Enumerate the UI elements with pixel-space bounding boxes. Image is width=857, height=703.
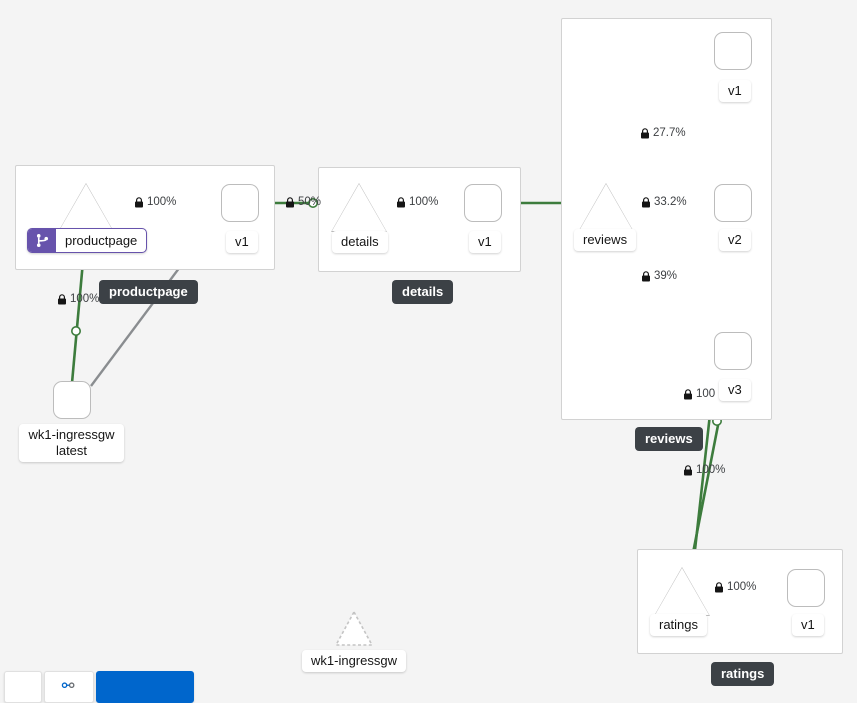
node-details-v1[interactable]	[464, 184, 502, 222]
node-label-text: productpage	[65, 233, 138, 248]
lock-icon	[715, 581, 723, 592]
lock-icon	[642, 270, 650, 281]
group-badge-ratings: ratings	[711, 662, 775, 686]
code-branch-icon	[28, 229, 56, 252]
node-label-reviews-v3: v3	[719, 379, 751, 401]
edge-label-text: 100%	[727, 581, 757, 593]
edge-label-details-svc-to-v1: 100%	[396, 196, 438, 208]
edge-label-text: 27.7%	[653, 127, 686, 139]
edge-label-text: 33.2%	[654, 196, 687, 208]
node-label-ingressgw: wk1-ingressgw latest	[19, 424, 124, 462]
edge-label-text: 50%	[298, 196, 322, 208]
edge-label-reviews-to-v1: 27.7%	[640, 127, 686, 139]
edge-label-v3-to-ratings: 100	[683, 388, 715, 400]
edge-label-text: 39%	[654, 270, 678, 282]
edge-label-gw-to-productpage: 100%	[57, 293, 99, 305]
zoom-controls-button[interactable]	[4, 671, 42, 703]
edge-label-productpage-svc-to-v1: 100%	[134, 196, 176, 208]
node-label-ratings: ratings	[650, 614, 708, 636]
lock-icon	[397, 196, 405, 207]
edge-label-text: 100	[696, 388, 716, 400]
node-ingressgw[interactable]	[53, 381, 91, 419]
node-ratings-v1[interactable]	[787, 569, 825, 607]
layout-icon	[61, 682, 75, 689]
node-label-ratings-v1: v1	[792, 614, 824, 636]
fit-screen-button[interactable]	[44, 671, 94, 703]
node-label-productpage[interactable]: productpage	[27, 228, 148, 253]
lock-icon	[286, 196, 294, 207]
apply-button[interactable]	[96, 671, 194, 703]
edge-label-ratings-svc-to-v1: 100%	[714, 581, 756, 593]
edge-label-text: 100%	[70, 293, 100, 305]
lock-icon	[642, 196, 650, 207]
node-reviews-v1[interactable]	[714, 32, 752, 70]
node-label-ingressgw-ghost: wk1-ingressgw	[302, 650, 406, 672]
edge-label-reviews-to-v2: 33.2%	[641, 196, 687, 208]
lock-icon	[684, 464, 692, 475]
edge-label-v2-to-ratings: 100%	[683, 464, 725, 476]
lock-icon	[641, 127, 649, 138]
node-productpage-v1[interactable]	[221, 184, 259, 222]
node-reviews-v3[interactable]	[714, 332, 752, 370]
edge-label-productpage-to-details: 50%	[285, 196, 321, 208]
node-label-reviews-v2: v2	[719, 229, 751, 251]
node-label-reviews: reviews	[574, 229, 637, 251]
node-label-details-v1: v1	[469, 231, 501, 253]
lock-icon	[684, 388, 692, 399]
node-label-details: details	[332, 231, 388, 253]
group-badge-reviews: reviews	[635, 427, 703, 451]
group-badge-productpage: productpage	[99, 280, 198, 304]
node-label-reviews-v1: v1	[719, 80, 751, 102]
edge-label-reviews-to-v3: 39%	[641, 270, 677, 282]
edge-label-text: 100%	[147, 196, 177, 208]
edge-label-text: 100%	[696, 464, 726, 476]
node-reviews-v2[interactable]	[714, 184, 752, 222]
group-badge-details: details	[392, 280, 454, 304]
edge-label-text: 100%	[409, 196, 439, 208]
lock-icon	[135, 196, 143, 207]
lock-icon	[58, 293, 66, 304]
node-label-productpage-v1: v1	[226, 231, 258, 253]
